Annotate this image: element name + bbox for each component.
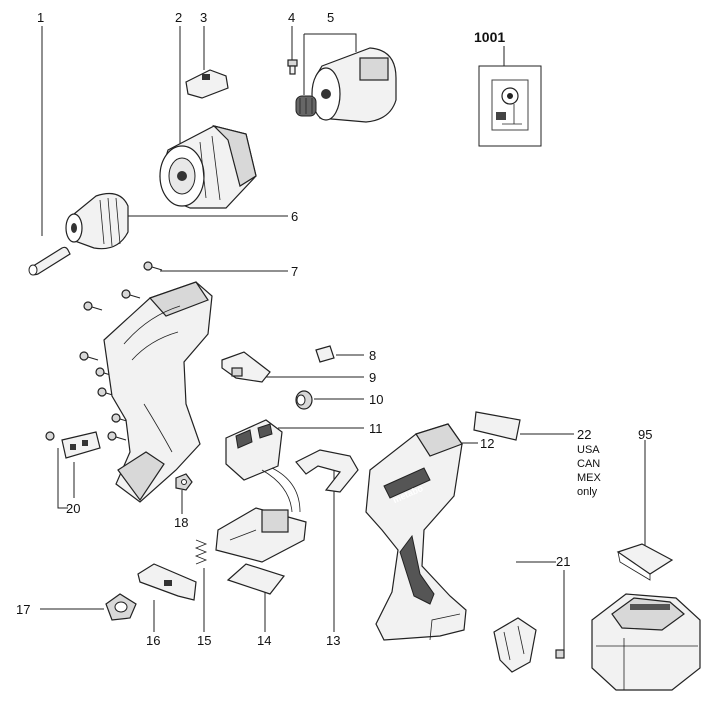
part-3-slider xyxy=(185,69,229,99)
callout-95: 95 xyxy=(638,427,652,442)
part-7-screws xyxy=(79,261,163,441)
inset-box-1001: 1001 xyxy=(474,29,542,147)
part-15-spring xyxy=(194,539,208,565)
housing-left-half xyxy=(103,281,213,503)
callout-8: 8 xyxy=(369,348,376,363)
callout-21: 21 xyxy=(556,554,570,569)
part-16-latch xyxy=(137,563,197,601)
leader-lines xyxy=(40,26,646,650)
region-note: USA CAN MEX only xyxy=(577,444,602,498)
note-line-3: MEX xyxy=(577,472,602,484)
battery-contact-plate xyxy=(215,507,307,563)
part-21-belt-hook xyxy=(493,617,565,673)
callout-17: 17 xyxy=(16,602,30,617)
battery-pack xyxy=(591,593,701,691)
callout-20: 20 xyxy=(66,501,80,516)
callout-13: 13 xyxy=(326,633,340,648)
callout-22: 22 xyxy=(577,427,591,442)
callout-16: 16 xyxy=(146,633,160,648)
callout-4: 4 xyxy=(288,10,295,25)
part-6-chuck xyxy=(65,193,129,250)
part-95-card xyxy=(616,543,674,581)
callout-18: 18 xyxy=(174,515,188,530)
inset-box-title: 1001 xyxy=(474,29,505,45)
callout-2: 2 xyxy=(175,10,182,25)
callout-15: 15 xyxy=(197,633,211,648)
callout-1: 1 xyxy=(37,10,44,25)
note-line-2: CAN xyxy=(577,458,600,470)
part-9-switch xyxy=(221,351,271,383)
part-18-nut xyxy=(175,473,193,491)
callout-14: 14 xyxy=(257,633,271,648)
callout-6: 6 xyxy=(291,209,298,224)
part-5-motor xyxy=(295,47,397,123)
part-10-bushing xyxy=(295,390,313,410)
callout-10: 10 xyxy=(369,392,383,407)
part-12-housing-right: metabo xyxy=(365,423,467,641)
callout-7: 7 xyxy=(291,264,298,279)
part-17-button xyxy=(105,593,137,621)
callout-3: 3 xyxy=(200,10,207,25)
callout-11: 11 xyxy=(369,421,383,436)
callout-12: 12 xyxy=(480,436,494,451)
part-4-screw xyxy=(287,59,298,75)
part-8-label xyxy=(315,345,335,363)
part-2-gearbox xyxy=(159,124,257,209)
part-14-sheet xyxy=(226,563,286,595)
note-line-4: only xyxy=(577,486,598,498)
part-22-label-strip xyxy=(473,411,521,441)
part-20-clip xyxy=(45,431,101,459)
part-13-frame xyxy=(295,449,359,493)
callout-9: 9 xyxy=(369,370,376,385)
callout-numbers: 1 2 3 4 5 6 7 8 9 10 11 12 13 14 15 16 1… xyxy=(16,10,652,648)
part-1-spindle-pin xyxy=(28,246,71,276)
part-11-switch-module xyxy=(225,419,301,513)
callout-5: 5 xyxy=(327,10,334,25)
note-line-1: USA xyxy=(577,444,600,456)
